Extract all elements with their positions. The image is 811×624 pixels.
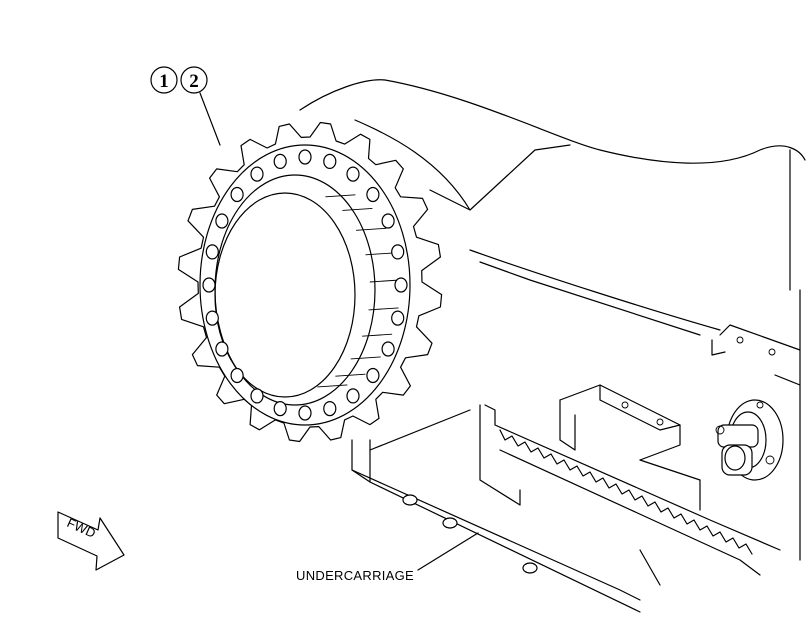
bolt-hole	[205, 310, 219, 326]
bolt-hole	[323, 401, 337, 417]
callout-2-number: 2	[189, 71, 199, 92]
bolt-hole	[381, 213, 395, 229]
bolt-hole	[394, 277, 408, 293]
bolt-hole	[215, 213, 229, 229]
undercarriage-label: UNDERCARRIAGE	[296, 568, 414, 583]
bolt-hole	[366, 186, 380, 203]
barrel-line	[356, 227, 387, 231]
bolt-hole	[250, 166, 264, 182]
callout-1-number: 1	[159, 71, 169, 92]
forward-arrow-icon: FWD	[57, 511, 125, 571]
barrel-line	[335, 373, 366, 377]
barrel-line	[350, 356, 381, 360]
bolt-hole	[366, 367, 380, 384]
barrel-line	[368, 307, 399, 311]
bolt-hole	[230, 367, 244, 384]
bolt-hole	[230, 186, 244, 203]
sprocket	[177, 121, 443, 443]
hub-assembly	[715, 399, 784, 481]
callout-2: 2	[180, 66, 208, 94]
bolt-hole	[273, 401, 287, 417]
track-frame	[351, 384, 781, 613]
bolt-hole	[250, 388, 264, 404]
bolt-hole	[346, 166, 360, 182]
bolt-hole	[298, 405, 312, 421]
bolt-hole	[391, 310, 405, 326]
callout-1: 1	[150, 66, 178, 94]
barrel-line	[317, 384, 348, 388]
callout-leader	[199, 92, 221, 146]
barrel-line	[325, 194, 356, 198]
barrel-line	[369, 279, 400, 283]
bolt-hole	[205, 244, 219, 260]
bolt-hole	[391, 244, 405, 260]
bolt-hole	[323, 153, 337, 169]
undercarriage-leader	[417, 532, 479, 571]
barrel-line	[365, 252, 396, 256]
bolt-hole	[346, 388, 360, 404]
bolt-hole	[202, 277, 216, 293]
final-drive-housing	[299, 79, 806, 561]
bolt-hole	[298, 149, 312, 165]
barrel-line	[342, 207, 373, 211]
bolt-hole	[273, 153, 287, 169]
barrel-line	[362, 333, 393, 337]
bolt-hole	[381, 341, 395, 357]
bolt-hole	[215, 341, 229, 357]
